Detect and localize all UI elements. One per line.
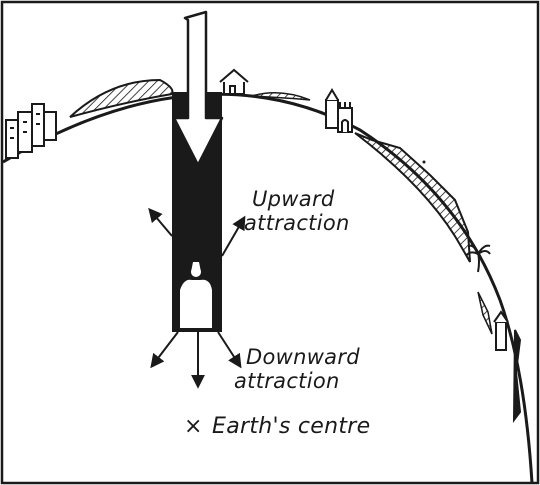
hill-left <box>69 78 174 118</box>
down-arrow-icon <box>172 10 224 167</box>
earth-centre-label: Earth's centre <box>212 414 370 439</box>
upward-arrow-left <box>148 207 173 237</box>
city-buildings-icon <box>5 103 57 159</box>
downward-arrow-left <box>150 331 179 369</box>
upward-label-line1: Upward <box>252 187 335 211</box>
castle-icon <box>325 88 353 133</box>
upward-label-line2: attraction <box>244 211 350 235</box>
downward-label-line2: attraction <box>234 369 340 393</box>
earth-centre-mark: × <box>184 414 203 439</box>
upward-arrow-right <box>221 215 246 257</box>
hill-right <box>251 92 311 101</box>
palm-tree-icon <box>465 244 491 273</box>
coast-slope <box>477 291 493 335</box>
house-icon <box>219 68 249 95</box>
downward-arrow-right <box>217 331 242 369</box>
person-figure-icon <box>180 262 212 328</box>
downward-label-line1: Downward <box>246 345 360 369</box>
lighthouse-icon <box>493 310 522 424</box>
force-arrows <box>148 207 246 389</box>
small-dot <box>422 160 426 164</box>
cliff-slope <box>354 132 471 263</box>
